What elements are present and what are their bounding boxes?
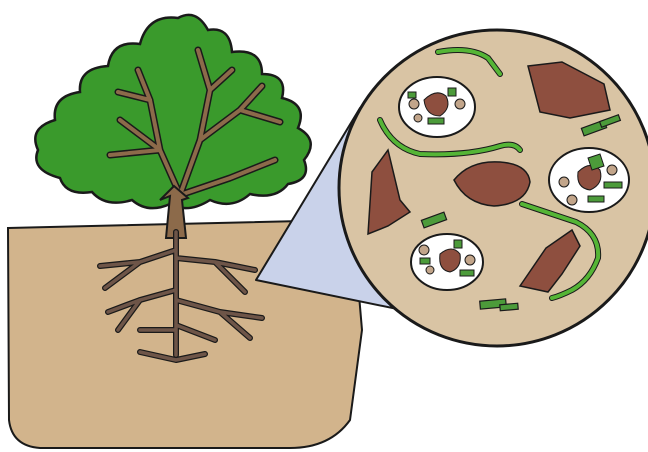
soil-aggregate <box>411 234 483 290</box>
soil-aggregate <box>399 77 475 137</box>
tree-icon <box>35 15 310 238</box>
soil-aggregate <box>549 148 629 212</box>
magnified-soil-circle <box>339 30 648 346</box>
